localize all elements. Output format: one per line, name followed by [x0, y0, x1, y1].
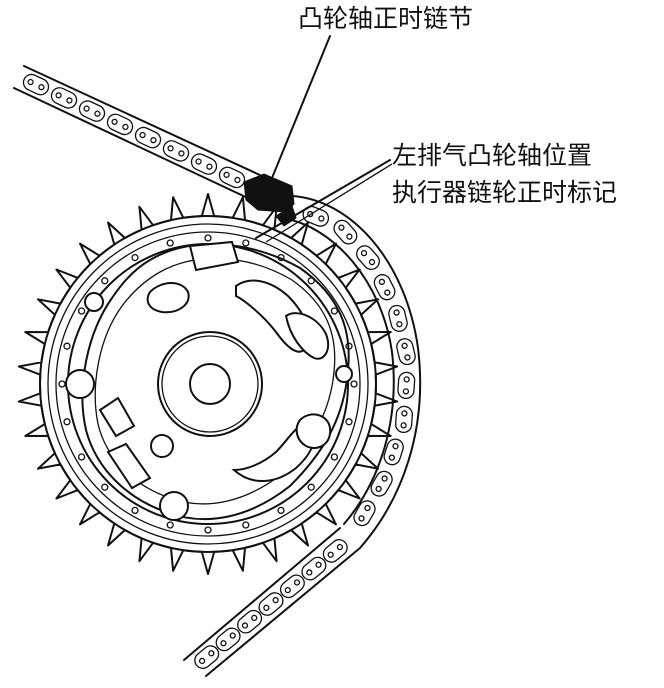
chain-link	[279, 574, 305, 599]
sprocket-rim-hole	[101, 483, 109, 491]
sprocket-rim-hole	[63, 418, 71, 426]
sprocket-rim-hole	[131, 506, 139, 515]
leader-line-timing-link	[271, 35, 331, 179]
sprocket-rim-hole	[350, 380, 358, 388]
chain-link	[134, 126, 162, 149]
sprocket-rim-hole	[77, 307, 86, 315]
chain-link	[322, 539, 348, 563]
chain-link	[397, 371, 416, 400]
chain-link	[353, 500, 376, 527]
sprocket-rim-hole	[204, 234, 212, 242]
sprocket-rim-hole	[58, 380, 66, 388]
chain-link	[190, 153, 218, 175]
sprocket-rim-hole	[101, 277, 109, 285]
sprocket-rim-hole	[330, 453, 339, 461]
sprocket-rim-hole	[330, 307, 339, 315]
sprocket-rim-hole	[242, 521, 250, 529]
chain-link	[22, 73, 50, 96]
sprocket-rim-hole	[242, 239, 250, 247]
chain-link	[370, 470, 393, 497]
sprocket-rim-hole	[345, 418, 353, 426]
chain-link	[162, 140, 190, 162]
sprocket-rim-hole	[63, 342, 71, 350]
label-timing-link: 凸轮轴正时链节	[298, 4, 473, 33]
chain-link	[356, 245, 380, 270]
chain-link	[106, 113, 134, 136]
sprocket-rim-hole	[166, 521, 174, 529]
sprocket-rim-hole	[277, 506, 285, 515]
chain-link	[301, 556, 327, 581]
sprocket-rim-hole	[131, 253, 139, 262]
chain-lower-run	[183, 527, 361, 677]
sprocket-timing-mark	[275, 205, 297, 227]
chain-link	[333, 219, 358, 245]
chain-link	[237, 609, 263, 634]
chain-link	[395, 405, 413, 434]
timing-chain	[13, 65, 422, 677]
sprocket-rim-hole	[77, 453, 86, 461]
label-sprocket-mark-line1: 左排气凸轮轴位置	[392, 141, 592, 170]
sprocket-rim-hole	[204, 526, 212, 534]
leader-line-sprocket-mark	[255, 159, 391, 239]
chain-link	[258, 592, 284, 616]
timing-link-marker	[243, 173, 295, 213]
chain-link	[396, 338, 416, 366]
camshaft-sprocket	[17, 193, 399, 575]
chain-link	[78, 100, 106, 122]
sprocket-rim-hole	[307, 483, 315, 491]
chain-link	[383, 438, 404, 466]
leader-line-sprocket-mark-b	[265, 163, 393, 243]
chain-upper-run	[13, 65, 263, 201]
chain-link	[215, 627, 241, 652]
chain-wrap-run	[281, 195, 422, 549]
chain-link	[194, 645, 220, 669]
label-sprocket-mark-line2: 执行器链轮正时标记	[392, 178, 617, 207]
chain-link	[50, 87, 78, 109]
sprocket-rim-hole	[166, 239, 174, 247]
chain-link	[388, 304, 408, 332]
